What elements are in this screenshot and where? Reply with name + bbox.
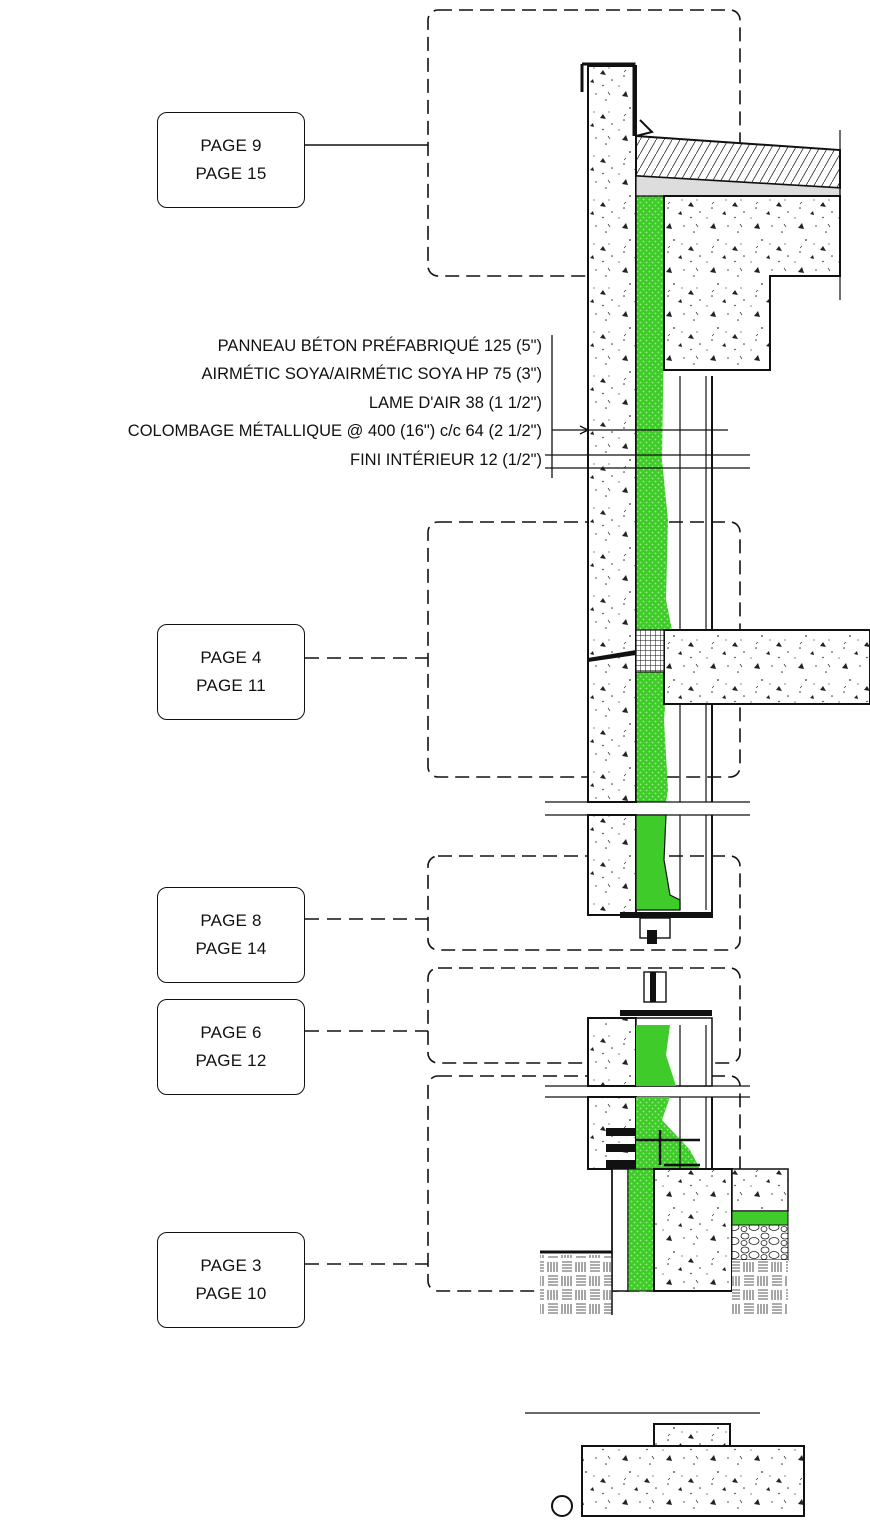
callout-line-1: PAGE 3 [200,1256,262,1275]
wall-upper [580,62,870,803]
wall-foundation [540,1096,789,1315]
layer-bracket [551,335,728,478]
frame-window-sill-box [427,967,741,1064]
callout-leaders [305,144,428,1265]
drain-pipe [551,1495,573,1517]
callout-floor[interactable]: PAGE 4 PAGE 11 [157,624,305,720]
callout-line-2: PAGE 11 [196,676,266,695]
frame-window-head [427,855,741,951]
layer-label-studs: COLOMBAGE MÉTALLIQUE @ 400 (16") c/c 64 … [127,422,542,440]
callout-window-sill[interactable]: PAGE 6 PAGE 12 [157,999,305,1095]
layer-label-air-gap: LAME D'AIR 38 (1 1/2") [368,394,542,412]
layer-label-interior-finish: FINI INTÉRIEUR 12 (1/2") [350,451,542,469]
callout-line-2: PAGE 10 [195,1284,267,1303]
wall-window-sill [587,971,713,1087]
callout-roof[interactable]: PAGE 9 PAGE 15 [157,112,305,208]
callout-foundation[interactable]: PAGE 3 PAGE 10 [157,1232,305,1328]
callout-line-1: PAGE 6 [200,1023,262,1042]
callout-window-head[interactable]: PAGE 8 PAGE 14 [157,887,305,983]
callout-line-1: PAGE 8 [200,911,262,930]
layer-label-concrete: PANNEAU BÉTON PRÉFABRIQUÉ 125 (5") [217,337,542,355]
footing [551,1423,805,1517]
layer-label-insulation: AIRMÉTIC SOYA/AIRMÉTIC SOYA HP 75 (3") [201,365,542,383]
wall-window-head [587,814,713,944]
callout-line-1: PAGE 9 [200,136,262,155]
callout-line-2: PAGE 15 [195,164,267,183]
callout-line-1: PAGE 4 [200,648,262,667]
callout-line-2: PAGE 14 [195,939,267,958]
callout-line-2: PAGE 12 [195,1051,267,1070]
